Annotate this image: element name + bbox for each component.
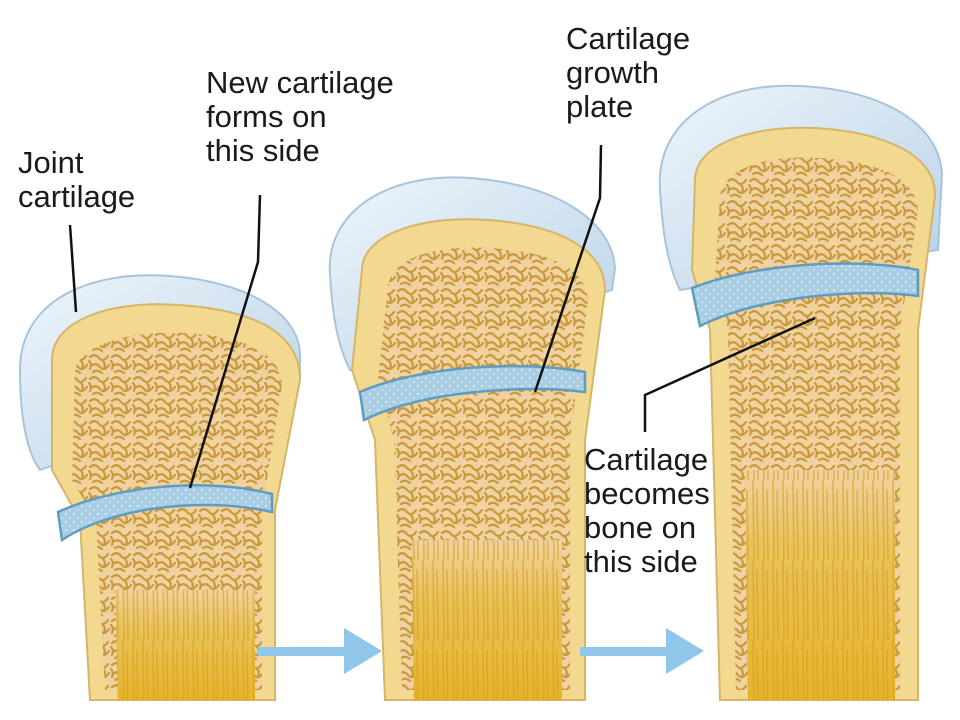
label-joint-cartilage: Joint cartilage [18, 146, 135, 214]
label-line: Cartilage [584, 442, 709, 477]
arrow-stage-2-to-3 [580, 628, 704, 674]
label-line: Cartilage [566, 21, 691, 56]
bone-stage-small [18, 274, 302, 701]
growth-plate [56, 484, 274, 543]
bone-stage-large [658, 84, 944, 701]
marrow-streaks [745, 470, 895, 700]
marrow-streaks [115, 590, 255, 700]
leader-line-new-cartilage [188, 194, 262, 489]
label-cartilage-becomes-bone: Cartilage becomes bone on this side [584, 443, 710, 579]
label-line: becomes [584, 476, 710, 511]
growth-plate [358, 364, 587, 422]
label-line: cartilage [18, 179, 136, 214]
leader-line-growth-plate [533, 144, 603, 393]
leader-line-joint-cartilage [68, 224, 78, 313]
label-line: plate [566, 89, 634, 124]
label-new-cartilage: New cartilage forms on this side [206, 66, 394, 168]
label-line: bone on [584, 510, 697, 545]
label-line: this side [206, 133, 320, 168]
label-line: forms on [206, 99, 327, 134]
leader-line-becomes-bone [643, 316, 816, 432]
label-line: New cartilage [206, 65, 394, 100]
growth-plate [690, 262, 920, 328]
label-line: growth [566, 55, 660, 90]
label-line: this side [584, 544, 698, 579]
arrow-stage-1-to-2 [258, 628, 382, 674]
bone-stage-medium [328, 176, 617, 701]
label-growth-plate: Cartilage growth plate [566, 22, 690, 124]
label-line: Joint [18, 145, 84, 180]
marrow-streaks [412, 540, 562, 700]
